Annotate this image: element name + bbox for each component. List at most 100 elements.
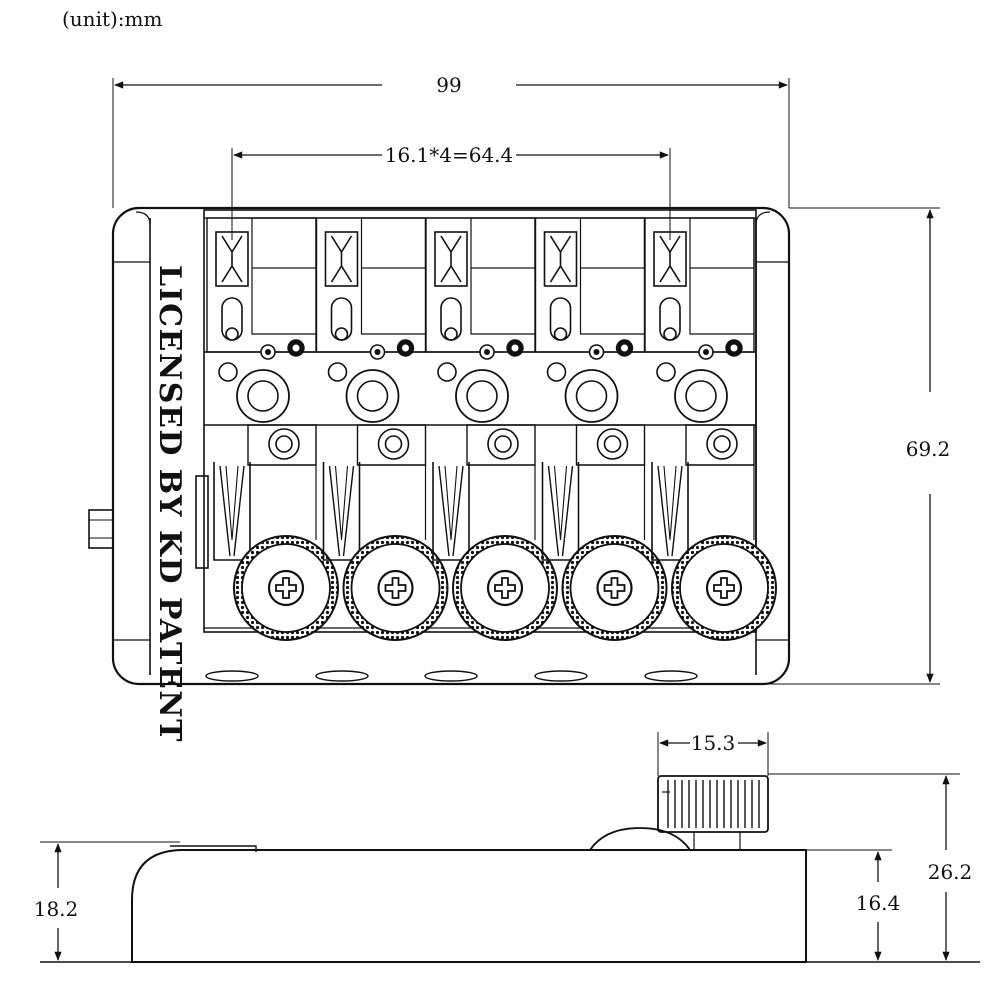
small-hole bbox=[437, 362, 457, 382]
lower-roller-frame bbox=[213, 462, 251, 561]
side-plate bbox=[195, 475, 209, 569]
lower-screw-inner bbox=[275, 435, 293, 453]
body-height-label: 16.4 bbox=[856, 891, 901, 915]
saddle-step bbox=[251, 268, 316, 335]
string-unit-5 bbox=[644, 217, 777, 682]
small-hole bbox=[327, 362, 348, 382]
phillips-screw-head bbox=[377, 569, 414, 607]
adjust-slot bbox=[659, 297, 681, 341]
hex-socket bbox=[730, 344, 738, 352]
side-dimensions: 15.3 18.2 16.4 26.2 bbox=[34, 731, 973, 961]
slot-post bbox=[663, 327, 677, 341]
thumbwheel-knurl bbox=[667, 780, 760, 828]
overall-width-label: 99 bbox=[436, 73, 461, 97]
unit-label: (unit):mm bbox=[62, 7, 163, 31]
front-oval-hole bbox=[644, 670, 698, 682]
lower-roller-v-groove bbox=[328, 465, 355, 557]
phillips-cross-icon bbox=[494, 577, 516, 599]
saddle-top-window bbox=[579, 217, 646, 269]
adjust-slot bbox=[221, 297, 243, 341]
adjust-slot bbox=[440, 297, 462, 341]
saddle-step bbox=[360, 268, 426, 335]
phillips-screw-head bbox=[705, 569, 743, 607]
overall-depth-label: 69.2 bbox=[906, 437, 951, 461]
side-thumbwheel bbox=[657, 775, 769, 833]
lower-roller-frame bbox=[322, 462, 361, 561]
hex-socket bbox=[292, 344, 300, 352]
lower-screw-outer bbox=[706, 428, 738, 460]
top-roller-v-groove bbox=[549, 235, 572, 283]
top-roller-frame bbox=[324, 231, 359, 287]
saddle-top-window bbox=[360, 217, 427, 269]
saddle-step bbox=[689, 268, 754, 335]
patent-text: LICENSED BY KD PATENT bbox=[152, 265, 187, 743]
large-hole-inner bbox=[685, 380, 717, 412]
large-hole-outer bbox=[236, 369, 290, 423]
phillips-screw-head bbox=[267, 569, 305, 607]
top-roller-v-groove bbox=[330, 235, 353, 283]
lower-roller-inner bbox=[334, 465, 349, 541]
phillips-screw-head bbox=[486, 569, 524, 607]
adjust-slot bbox=[330, 297, 353, 341]
side-view bbox=[40, 775, 980, 963]
knob-diameter-label: 15.3 bbox=[691, 731, 736, 755]
lower-roller-inner bbox=[553, 465, 568, 541]
lower-roller-frame bbox=[432, 462, 470, 561]
top-roller-frame bbox=[543, 231, 578, 287]
small-hole bbox=[546, 362, 567, 382]
top-roller-v-groove bbox=[221, 235, 243, 283]
saddle-top-window bbox=[470, 217, 536, 269]
phillips-cross-icon bbox=[603, 577, 626, 599]
lower-screw-outer bbox=[268, 428, 300, 460]
string-spacing-label: 16.1*4=64.4 bbox=[385, 143, 514, 167]
lower-step bbox=[576, 464, 646, 540]
front-oval-hole bbox=[315, 670, 369, 682]
hex-socket bbox=[402, 344, 409, 352]
hex-socket bbox=[593, 349, 600, 355]
saddle-step bbox=[470, 268, 535, 335]
lower-screw-inner bbox=[713, 435, 731, 453]
phillips-cross-icon bbox=[384, 577, 407, 599]
saddle-top-window bbox=[689, 217, 755, 269]
phillips-screw-head bbox=[596, 569, 633, 607]
phillips-cross-icon bbox=[713, 577, 735, 599]
string-units bbox=[205, 217, 777, 682]
side-body-profile bbox=[131, 849, 807, 963]
lower-roller-v-groove bbox=[219, 465, 245, 557]
string-unit-3 bbox=[424, 217, 558, 682]
string-unit-4 bbox=[534, 217, 668, 682]
lower-roller-inner bbox=[444, 465, 458, 541]
string-unit-1 bbox=[205, 217, 339, 682]
lower-screw-inner bbox=[603, 435, 622, 453]
top-roller-v-groove bbox=[440, 235, 462, 283]
large-hole-outer bbox=[674, 369, 728, 423]
lower-screw-outer bbox=[377, 428, 410, 460]
knob-base-dome bbox=[589, 827, 691, 851]
side-top-lip bbox=[170, 845, 257, 852]
lower-step bbox=[467, 464, 536, 540]
lower-step bbox=[248, 464, 317, 540]
lower-roller-inner bbox=[225, 465, 239, 541]
large-hole-outer bbox=[345, 369, 400, 423]
large-hole-inner bbox=[247, 380, 279, 412]
top-roller-frame bbox=[434, 231, 468, 287]
overall-height-label: 26.2 bbox=[928, 860, 973, 884]
large-hole-inner bbox=[575, 380, 608, 412]
hex-socket bbox=[484, 349, 490, 355]
slot-post bbox=[553, 327, 568, 341]
lower-step bbox=[686, 464, 755, 540]
front-oval-hole bbox=[205, 670, 259, 682]
lower-roller-v-groove bbox=[438, 465, 464, 557]
saddle-top-window bbox=[251, 217, 317, 269]
lower-screw-inner bbox=[494, 435, 512, 453]
phillips-cross-icon bbox=[275, 577, 297, 599]
top-view: LICENSED BY KD PATENT bbox=[88, 206, 791, 743]
large-hole-outer bbox=[455, 369, 509, 423]
lower-screw-outer bbox=[487, 428, 519, 460]
hex-socket bbox=[703, 349, 709, 355]
lower-roller-frame bbox=[541, 462, 580, 561]
top-roller-v-groove bbox=[659, 235, 681, 283]
lower-screw-inner bbox=[384, 435, 403, 453]
